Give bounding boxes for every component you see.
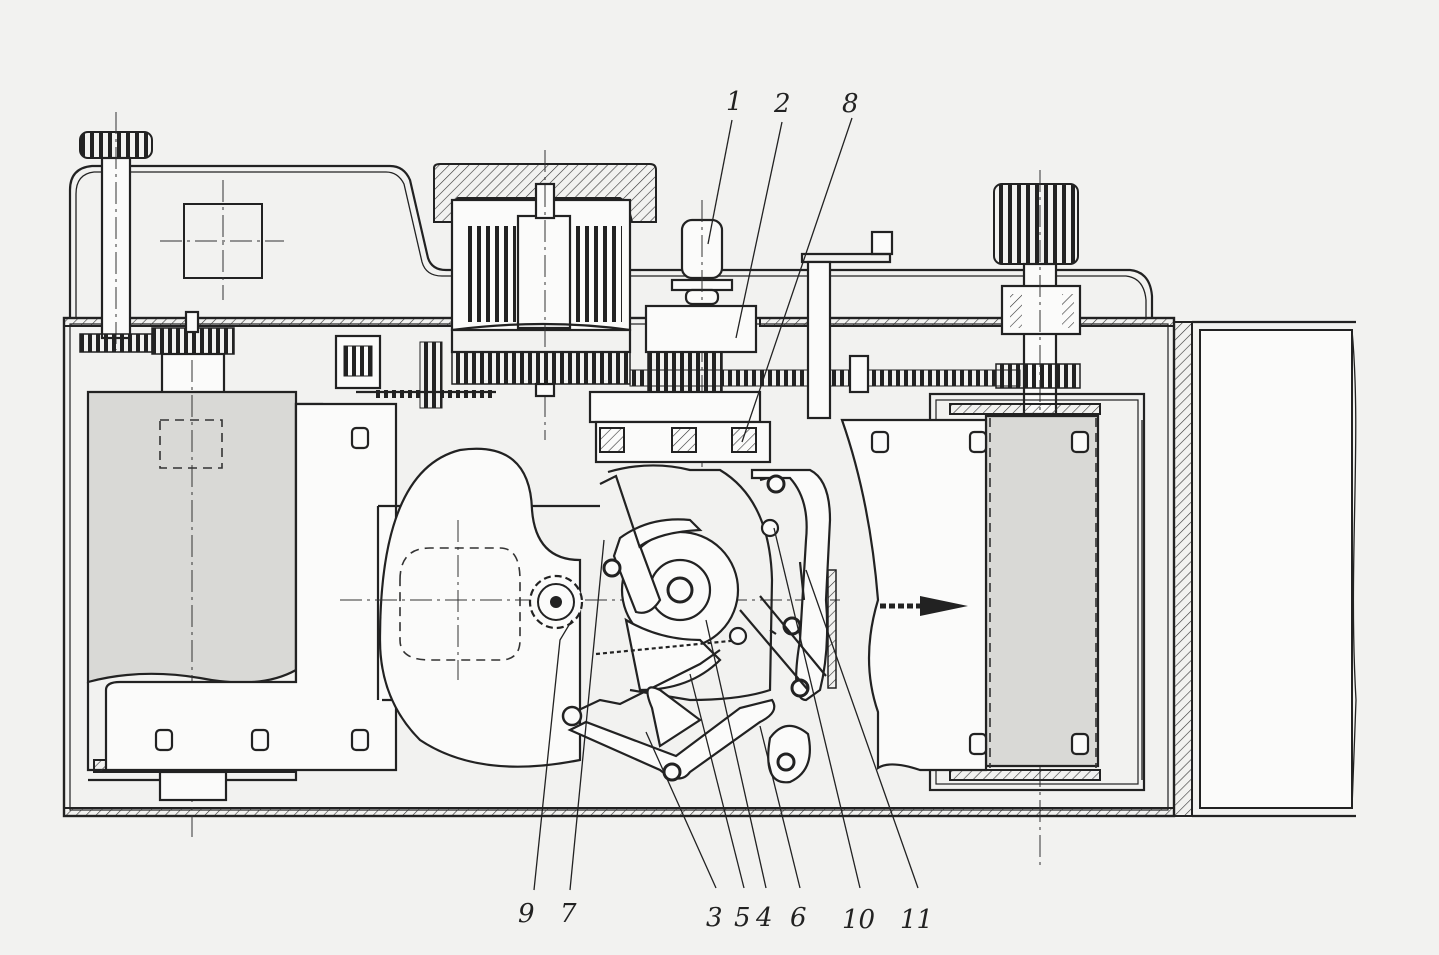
right-knob <box>993 170 1082 868</box>
motor <box>433 150 657 440</box>
leader-lines <box>533 117 919 891</box>
callout-7: 7 <box>560 899 577 929</box>
claw-lever <box>739 468 837 702</box>
film-direction-arrow <box>880 596 968 616</box>
callout-6: 6 <box>790 903 807 933</box>
callout-11: 11 <box>900 905 933 935</box>
callout-10: 10 <box>842 905 875 935</box>
right-spool <box>840 392 1146 792</box>
sprocket <box>528 574 584 630</box>
viewfinder-window <box>160 180 284 300</box>
left-knob <box>79 112 153 350</box>
part-2-block <box>588 304 1021 464</box>
small-pinions <box>334 334 496 409</box>
left-gear-train <box>79 310 235 396</box>
callout-labels: 1 2 8 9 7 3 5 4 6 10 11 <box>518 87 933 935</box>
left-film-plate <box>104 402 398 772</box>
callout-1: 1 <box>726 87 743 117</box>
callout-9: 9 <box>518 899 535 929</box>
side-bracket <box>1173 320 1357 818</box>
central-mechanism <box>561 464 811 784</box>
callout-8: 8 <box>842 89 859 119</box>
callout-5: 5 <box>734 903 751 933</box>
callout-3: 3 <box>706 903 723 933</box>
callout-4: 4 <box>755 903 773 933</box>
callout-2: 2 <box>773 89 791 119</box>
top-cover <box>68 164 1154 318</box>
part-8-rod <box>800 230 894 420</box>
part-1-knob <box>670 200 734 470</box>
film-cam-area <box>340 447 840 768</box>
